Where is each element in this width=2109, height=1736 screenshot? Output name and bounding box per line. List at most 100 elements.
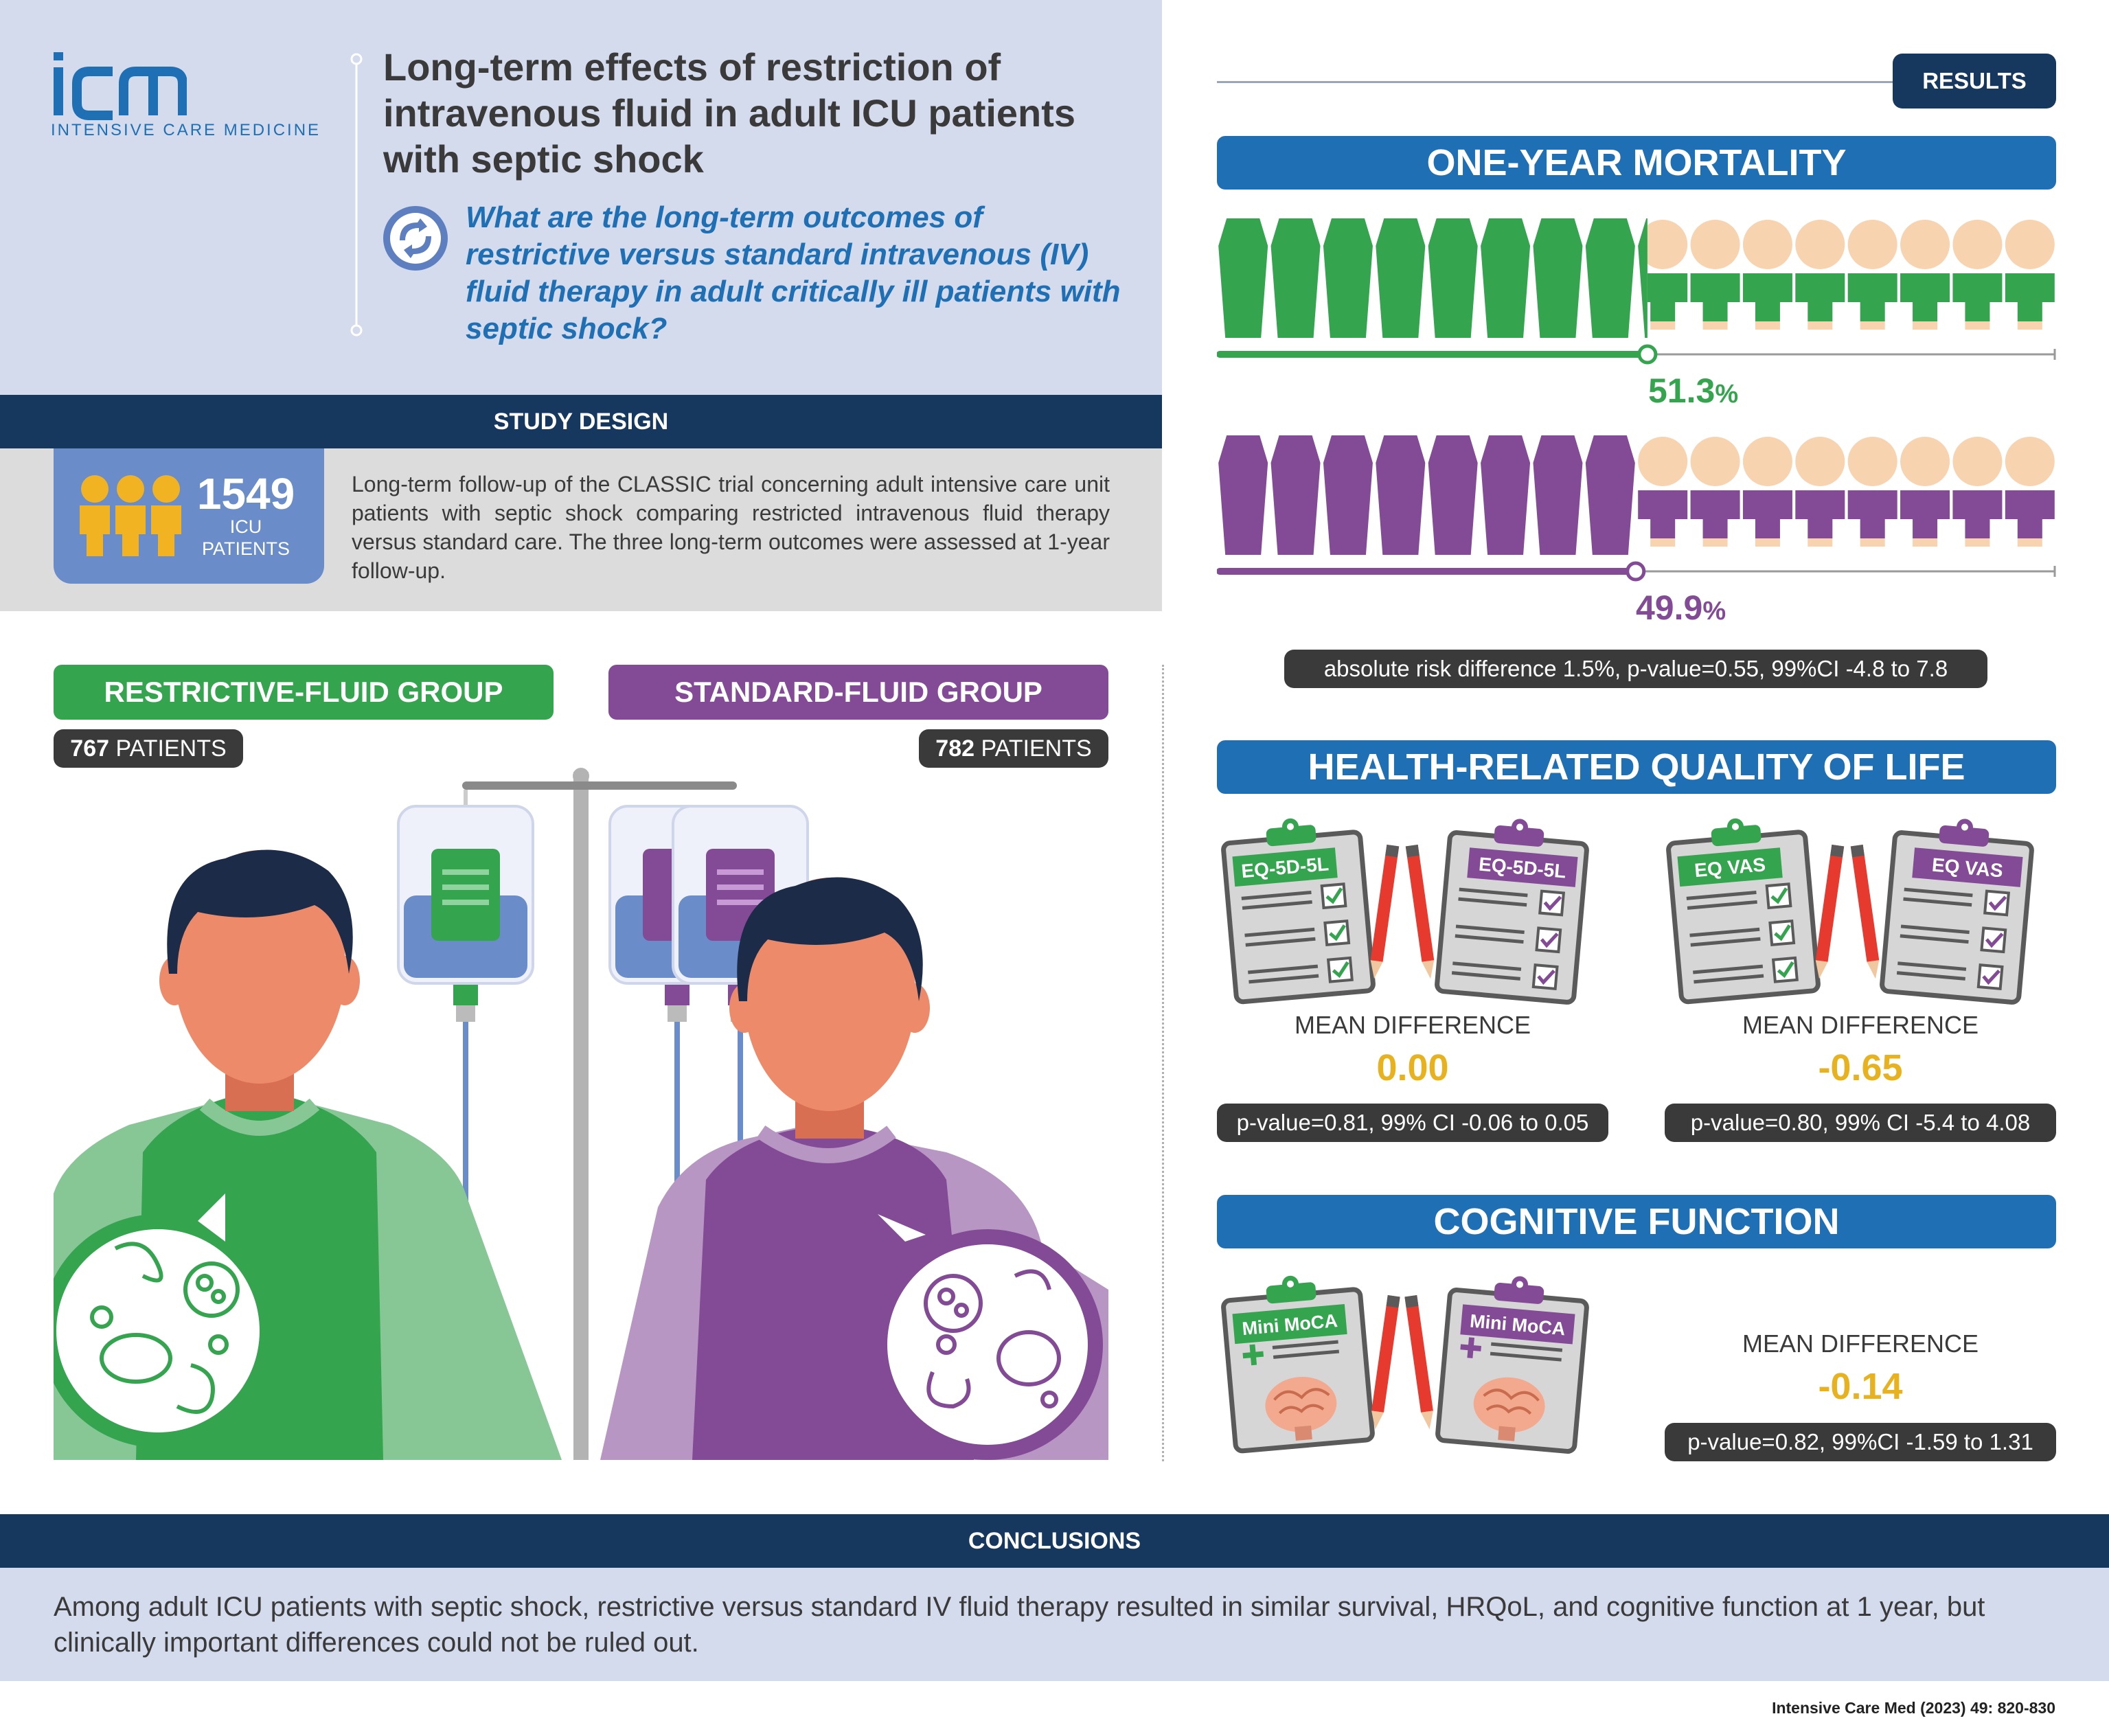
iv-pole bbox=[573, 772, 589, 1460]
mortality-standard-person-16 bbox=[2005, 437, 2055, 547]
mortality-standard-coffin-icon-4 bbox=[1376, 435, 1426, 555]
hrqol-right-md-label: MEAN DIFFERENCE bbox=[1742, 1011, 1979, 1039]
restrictive-patient-figure bbox=[54, 849, 562, 1460]
people-icon bbox=[80, 475, 181, 556]
logo-subtitle: INTENSIVE CARE MEDICINE bbox=[51, 121, 321, 139]
mortality-restrictive-person-15 bbox=[1952, 220, 2003, 330]
standard-group-text: STANDARD-FLUID GROUP bbox=[674, 676, 1042, 708]
patient-label-patients: PATIENTS bbox=[201, 538, 290, 559]
cognitive-heading-text: COGNITIVE FUNCTION bbox=[1433, 1201, 1840, 1242]
mortality-standard-coffin-icon-5 bbox=[1428, 435, 1478, 555]
eqvas-clipboards-icon: EQ VAS EQ VAS bbox=[1666, 818, 2034, 1005]
patient-count: 1549 bbox=[196, 469, 295, 518]
mortality-standard-progress-marker bbox=[1626, 561, 1646, 582]
brain-icon-green bbox=[1265, 1377, 1337, 1441]
patient-label-icu: ICU bbox=[229, 516, 262, 537]
mortality-standard-pictogram bbox=[1217, 435, 2056, 582]
cognitive-md-label: MEAN DIFFERENCE bbox=[1742, 1329, 1979, 1358]
iv-bag-green-icon bbox=[397, 790, 534, 1204]
mortality-restrictive-coffin-icon-6 bbox=[1481, 218, 1531, 338]
header-panel bbox=[0, 0, 1162, 395]
conclusions-bar: CONCLUSIONS bbox=[0, 1514, 2109, 1568]
mortality-restrictive-coffin-icon-4 bbox=[1376, 218, 1426, 338]
mortality-restrictive-coffin-icon-9 bbox=[1638, 218, 1648, 338]
results-rule bbox=[1217, 81, 1917, 83]
cognitive-heading: COGNITIVE FUNCTION bbox=[1217, 1195, 2056, 1248]
mortality-restrictive-coffin-icon-8 bbox=[1585, 218, 1635, 338]
column-separator bbox=[1162, 665, 1164, 1461]
restrictive-count: 767 bbox=[70, 735, 110, 762]
study-description: Long-term follow-up of the CLASSIC trial… bbox=[352, 472, 1110, 583]
mortality-restrictive-pictogram bbox=[1217, 218, 2056, 365]
refresh-icon bbox=[383, 206, 448, 271]
mortality-standard-coffin-icon-1 bbox=[1218, 435, 1268, 555]
restrictive-group-text: RESTRICTIVE-FLUID GROUP bbox=[104, 676, 503, 708]
mortality-restrictive-deaths bbox=[1217, 218, 1648, 342]
hrqol-heading-text: HEALTH-RELATED QUALITY OF LIFE bbox=[1308, 746, 1965, 788]
mortality-restrictive-person-16 bbox=[2005, 220, 2055, 330]
mortality-standard-coffin-icon-3 bbox=[1323, 435, 1373, 555]
research-question: What are the long-term outcomes of restr… bbox=[466, 201, 1121, 345]
mortality-restrictive-value-wrap: 51.3% bbox=[1648, 371, 1738, 411]
standard-group-label: STANDARD-FLUID GROUP bbox=[608, 665, 1108, 720]
study-design-bar: STUDY DESIGN bbox=[0, 395, 1162, 448]
mortality-restrictive-coffin-icon-1 bbox=[1218, 218, 1268, 338]
standard-patient-figure bbox=[600, 877, 1108, 1460]
mortality-standard-value-wrap: 49.9% bbox=[1636, 588, 1726, 628]
mortality-restrictive-person-14 bbox=[1900, 220, 1950, 330]
restrictive-count-suffix: PATIENTS bbox=[109, 735, 227, 762]
header-divider bbox=[350, 53, 363, 336]
patients-illustration bbox=[54, 768, 1108, 1460]
mortality-restrictive-person-9 bbox=[1638, 220, 1688, 330]
conclusions-panel bbox=[0, 1568, 2109, 1681]
mortality-restrictive-coffin-icon-2 bbox=[1270, 218, 1321, 338]
standard-count: 782 bbox=[935, 735, 975, 762]
mortality-restrictive-percent: % bbox=[1715, 380, 1739, 409]
mortality-restrictive-person-13 bbox=[1847, 220, 1897, 330]
mortality-standard-person-11 bbox=[1742, 437, 1792, 547]
hrqol-left-stats: p-value=0.81, 99% CI -0.06 to 0.05 bbox=[1217, 1104, 1608, 1142]
mortality-standard-coffin-icon-6 bbox=[1481, 435, 1531, 555]
mortality-restrictive-person-10 bbox=[1690, 220, 1740, 330]
hrqol-left-md-value: 0.00 bbox=[1376, 1047, 1449, 1088]
mortality-restrictive-value: 51.3 bbox=[1648, 372, 1715, 410]
hrqol-right-stats: p-value=0.80, 99% CI -5.4 to 4.08 bbox=[1665, 1104, 2056, 1142]
mortality-stats: absolute risk difference 1.5%, p-value=0… bbox=[1284, 650, 1987, 688]
mortality-standard-person-15 bbox=[1952, 437, 2003, 547]
hrqol-right-md-value: -0.65 bbox=[1818, 1047, 1903, 1088]
mortality-standard-person-10 bbox=[1690, 437, 1740, 547]
moca-clipboards-icon: Mini MoCA Mini MoCA bbox=[1221, 1275, 1589, 1454]
mortality-standard-coffin-icon-2 bbox=[1270, 435, 1321, 555]
results-badge-text: RESULTS bbox=[1922, 68, 2027, 93]
mortality-heading-text: ONE-YEAR MORTALITY bbox=[1426, 142, 1847, 183]
cognitive-stats: p-value=0.82, 99%CI -1.59 to 1.31 bbox=[1665, 1423, 2056, 1461]
mortality-restrictive-progress-marker bbox=[1637, 344, 1658, 365]
conclusions-text: Among adult ICU patients with septic sho… bbox=[54, 1592, 1985, 1658]
mortality-standard-percent: % bbox=[1702, 597, 1726, 626]
restrictive-group-label: RESTRICTIVE-FLUID GROUP bbox=[54, 665, 554, 720]
conclusions-heading: CONCLUSIONS bbox=[968, 1527, 1141, 1554]
mortality-restrictive-person-11 bbox=[1742, 220, 1792, 330]
eq5d-clipboards-icon: EQ-5D-5L EQ-5D-5L bbox=[1221, 818, 1589, 1005]
cognitive-md-value: -0.14 bbox=[1818, 1366, 1903, 1407]
standard-count-suffix: PATIENTS bbox=[974, 735, 1092, 762]
brain-icon-purple bbox=[1473, 1377, 1545, 1441]
mortality-standard-coffin-icon-7 bbox=[1533, 435, 1583, 555]
hrqol-heading: HEALTH-RELATED QUALITY OF LIFE bbox=[1217, 740, 2056, 794]
mortality-heading: ONE-YEAR MORTALITY bbox=[1217, 136, 2056, 190]
standard-count-badge: 782 PATIENTS bbox=[919, 729, 1108, 768]
mortality-standard-person-9 bbox=[1638, 437, 1688, 547]
mortality-restrictive-person-12 bbox=[1795, 220, 1845, 330]
results-badge: RESULTS bbox=[1893, 54, 2056, 108]
mortality-standard-deaths bbox=[1217, 435, 1636, 559]
study-design-heading: STUDY DESIGN bbox=[493, 408, 669, 435]
mortality-standard-person-13 bbox=[1847, 437, 1897, 547]
mortality-restrictive-coffin-icon-3 bbox=[1323, 218, 1373, 338]
mortality-standard-person-12 bbox=[1795, 437, 1845, 547]
citation: Intensive Care Med (2023) 49: 820-830 bbox=[1772, 1699, 2055, 1717]
hrqol-left-md-label: MEAN DIFFERENCE bbox=[1294, 1011, 1531, 1039]
icm-logo-icon bbox=[54, 52, 187, 120]
mortality-restrictive-coffin-icon-5 bbox=[1428, 218, 1478, 338]
page-title: Long-term effects of restriction of intr… bbox=[383, 45, 1076, 181]
mortality-restrictive-coffin-icon-7 bbox=[1533, 218, 1583, 338]
